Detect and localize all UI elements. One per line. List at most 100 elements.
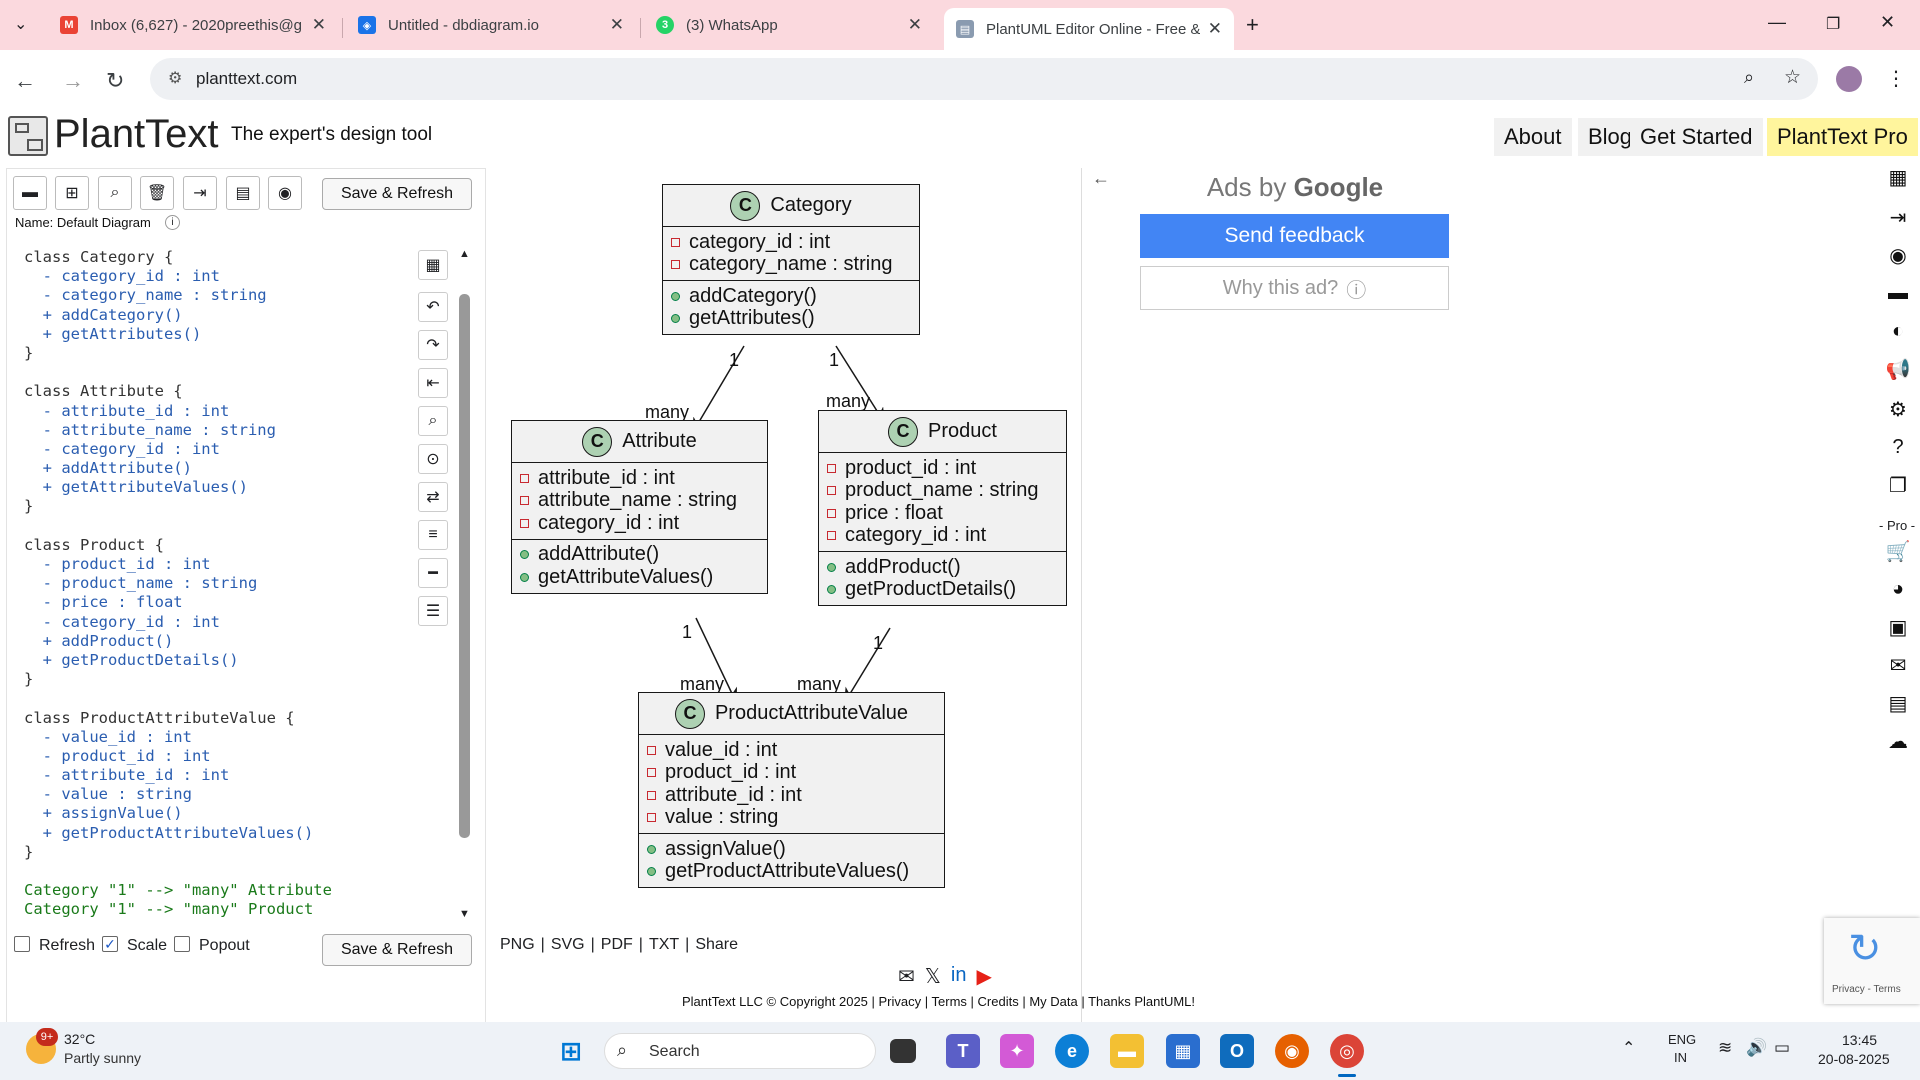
recaptcha-links[interactable]: Privacy - Terms	[1832, 984, 1901, 995]
nav-about[interactable]: About	[1494, 118, 1572, 156]
cloud-upload-icon[interactable]: ☁	[1888, 730, 1908, 753]
export-pdf-link[interactable]: PDF	[600, 936, 633, 953]
scroll-down-icon[interactable]: ▼	[459, 908, 470, 920]
code-editor[interactable]: class Category { - category_id : int - c…	[24, 248, 414, 920]
chrome-icon[interactable]: ◎	[1330, 1034, 1364, 1068]
split-icon[interactable]: ⇤	[418, 368, 448, 398]
list-icon[interactable]: ☰	[418, 596, 448, 626]
export-svg-link[interactable]: SVG	[550, 936, 585, 953]
share-link[interactable]: Share	[695, 936, 739, 953]
swap-icon[interactable]: ⇄	[418, 482, 448, 512]
save-refresh-button-top[interactable]: Save & Refresh	[322, 178, 472, 210]
align-icon[interactable]: ≡	[418, 520, 448, 550]
planttext-logo-icon[interactable]	[8, 116, 48, 156]
reload-icon[interactable]: ↻	[106, 68, 125, 93]
zoom-icon[interactable]: ⌕	[1744, 67, 1755, 87]
close-icon[interactable]: ✕	[1207, 19, 1222, 38]
server-icon[interactable]: ▤	[1888, 692, 1908, 715]
why-this-ad-button[interactable]: Why this ad?ⓘ	[1140, 266, 1449, 310]
back-icon[interactable]: ←	[14, 68, 36, 93]
save-refresh-button-bottom[interactable]: Save & Refresh	[322, 934, 472, 966]
folder-icon[interactable]: ▬	[1888, 281, 1908, 304]
save-file-icon[interactable]: ▤	[226, 176, 260, 210]
nav-get-started[interactable]: Get Started	[1630, 118, 1763, 156]
popout-checkbox[interactable]	[174, 936, 190, 952]
forward-icon[interactable]: →	[62, 68, 84, 93]
firefox-icon[interactable]: ◉	[1275, 1034, 1309, 1068]
collapse-arrow-icon[interactable]: ←	[1092, 168, 1110, 188]
task-view-icon[interactable]	[890, 1039, 916, 1063]
info-icon[interactable]: i	[165, 215, 180, 230]
nav-planttext-pro[interactable]: PlantText Pro	[1767, 118, 1918, 156]
grid-icon[interactable]: ▦	[1888, 166, 1908, 189]
battery-icon[interactable]: ▭	[1774, 1038, 1791, 1057]
recaptcha-badge[interactable]: ↻ Privacy - Terms	[1824, 918, 1920, 1004]
clock-time[interactable]: 13:45	[1842, 1032, 1878, 1048]
megaphone-icon[interactable]: 📢	[1885, 358, 1911, 381]
refresh-checkbox[interactable]	[14, 936, 30, 952]
clock-date[interactable]: 20-08-2025	[1818, 1051, 1890, 1067]
linkedin-icon[interactable]: in	[950, 964, 967, 986]
hidden-icons-chevron[interactable]: ⌃	[1622, 1040, 1636, 1057]
settings-gear-icon[interactable]: ⚙	[1889, 398, 1907, 421]
bookmark-star-icon[interactable]: ☆	[1784, 67, 1802, 88]
tab-gmail[interactable]: M Inbox (6,627) - 2020preethis@g ✕	[48, 8, 338, 42]
tab-search-icon[interactable]: ⌄	[14, 16, 28, 33]
editor-scrollbar[interactable]	[459, 294, 470, 838]
windows-start-icon[interactable]: ⊞	[560, 1035, 582, 1066]
volume-icon[interactable]: 🔊	[1746, 1038, 1768, 1057]
export-txt-link[interactable]: TXT	[648, 936, 680, 953]
outlook-icon[interactable]: O	[1220, 1034, 1254, 1068]
export-png-link[interactable]: PNG	[500, 936, 535, 953]
delete-icon[interactable]: 🗑	[140, 176, 174, 210]
language-primary[interactable]: ENG	[1668, 1032, 1697, 1047]
footer-link-mydata[interactable]: My Data	[1029, 994, 1078, 1009]
footer-link-privacy[interactable]: Privacy	[878, 994, 922, 1009]
redo-icon[interactable]: ↷	[418, 330, 448, 360]
eye-icon[interactable]: ◉	[1889, 244, 1907, 267]
scale-checkbox[interactable]: ✓	[102, 936, 118, 952]
taskbar-search[interactable]: ⌕ Search	[604, 1033, 876, 1069]
teams-icon[interactable]: T	[946, 1034, 980, 1068]
close-window-button[interactable]: ✕	[1880, 12, 1896, 32]
address-bar[interactable]: ⚙ planttext.com ⌕ ☆	[150, 58, 1818, 100]
language-secondary[interactable]: IN	[1674, 1050, 1687, 1065]
tab-whatsapp[interactable]: 3 (3) WhatsApp ✕	[644, 8, 934, 42]
search-icon[interactable]: ⌕	[418, 406, 448, 436]
site-info-icon[interactable]: ⚙	[168, 70, 183, 87]
footer-link-credits[interactable]: Credits	[977, 994, 1019, 1009]
chip-icon[interactable]: ▣	[1888, 616, 1908, 639]
mail-icon[interactable]: ✉	[1889, 654, 1907, 677]
footer-link-plantuml[interactable]: Thanks PlantUML!	[1088, 994, 1196, 1009]
contrast-icon[interactable]: ◐	[1891, 319, 1905, 342]
export-icon[interactable]: ⇥	[183, 176, 217, 210]
file-explorer-icon[interactable]: ▬	[1110, 1034, 1144, 1068]
tab-plantuml[interactable]: ▤ PlantUML Editor Online - Free & ✕	[944, 8, 1234, 50]
login-icon[interactable]: ⇥	[1889, 206, 1907, 229]
menu-icon[interactable]: ⋮	[1886, 68, 1906, 90]
close-icon[interactable]: ✕	[609, 15, 624, 34]
cart-icon[interactable]: 🛒	[1885, 540, 1911, 563]
site-logo[interactable]: PlantText	[54, 112, 219, 156]
location-icon[interactable]: ⊙	[418, 444, 448, 474]
grid-icon[interactable]: ▦	[418, 250, 448, 280]
scroll-up-icon[interactable]: ▲	[459, 248, 470, 260]
email-icon[interactable]: ✉	[898, 966, 915, 988]
minimize-button[interactable]: —	[1768, 12, 1786, 32]
restore-button[interactable]: ❐	[1826, 16, 1841, 33]
wifi-icon[interactable]: ≋	[1718, 1038, 1733, 1057]
tab-dbdiagram[interactable]: ◈ Untitled - dbdiagram.io ✕	[346, 8, 636, 42]
help-icon[interactable]: ?	[1892, 435, 1904, 458]
edge-icon[interactable]: e	[1055, 1034, 1089, 1068]
send-feedback-button[interactable]: Send feedback	[1140, 214, 1449, 258]
preview-eye-icon[interactable]: ◉	[268, 176, 302, 210]
copy-icon[interactable]: ❐	[1889, 474, 1907, 497]
close-icon[interactable]: ✕	[311, 15, 326, 34]
undo-icon[interactable]: ↶	[418, 292, 448, 322]
store-icon[interactable]: ▦	[1166, 1034, 1200, 1068]
open-folder-icon[interactable]: ▬	[13, 176, 47, 210]
